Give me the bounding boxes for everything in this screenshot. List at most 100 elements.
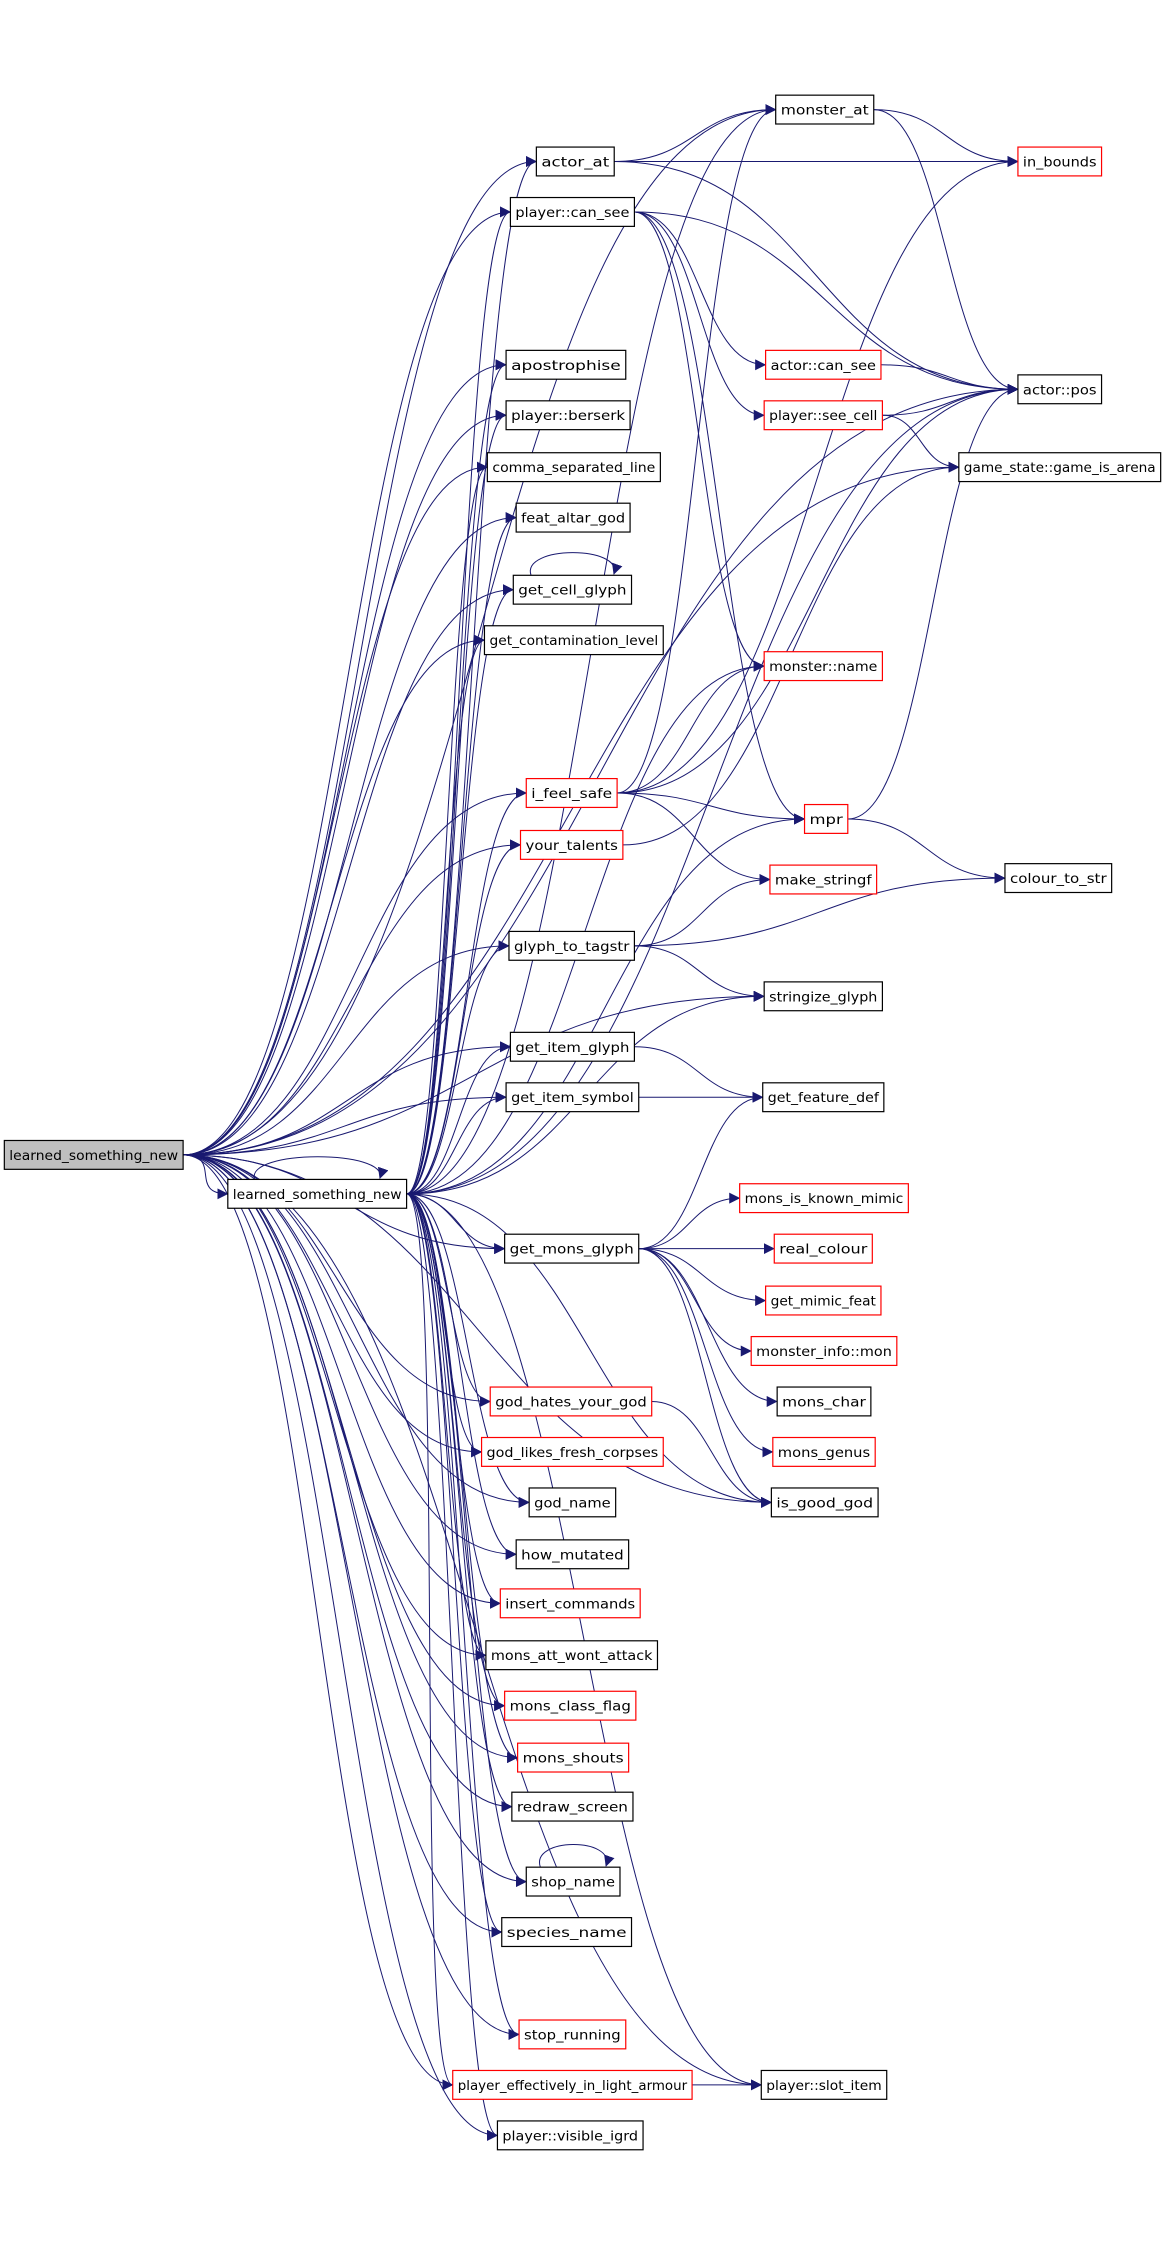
- edge-mpr-to-colour-to-str: [847, 818, 1006, 884]
- edge-lsn2-to-how-mutated: [406, 1193, 517, 1560]
- edges: [183, 104, 1019, 2141]
- node-comma-separated-line[interactable]: comma_separated_line: [486, 452, 661, 483]
- node-insert-commands[interactable]: insert_commands: [499, 1588, 641, 1619]
- node-box: [763, 981, 884, 1012]
- node-actor-at[interactable]: actor_at: [535, 146, 615, 177]
- node-box: [501, 1917, 633, 1948]
- node-label: mons_shouts: [523, 1751, 624, 1767]
- edge-root-to-mons-att-wont-attack: [183, 1154, 487, 1661]
- node-player-see-cell[interactable]: player::see_cell: [763, 400, 884, 431]
- node-box: [485, 1640, 659, 1671]
- edge-root-to-get-cell-glyph: [183, 584, 514, 1156]
- node-god-likes-fresh-corpses[interactable]: god_likes_fresh_corpses: [480, 1436, 664, 1467]
- node-is-good-god[interactable]: is_good_god: [770, 1487, 879, 1518]
- node-your-talents[interactable]: your_talents: [519, 829, 624, 860]
- node-redraw-screen[interactable]: redraw_screen: [511, 1791, 634, 1822]
- node-label: player::visible_igrd: [502, 2128, 638, 2144]
- node-box: [775, 94, 875, 125]
- edge-get-mons-glyph-to-monster-info-mon: [638, 1248, 752, 1357]
- node-label: god_hates_your_god: [495, 1394, 646, 1410]
- node-label: mons_att_wont_attack: [491, 1648, 653, 1664]
- edge-glyph-to-tagstr-to-colour-to-str: [634, 872, 1006, 947]
- node-box: [509, 1031, 636, 1062]
- node-label: in_bounds: [1023, 154, 1097, 170]
- node-god-hates-your-god[interactable]: god_hates_your_god: [489, 1386, 653, 1417]
- node-label: real_colour: [779, 1242, 868, 1258]
- node-game-is-arena[interactable]: game_state::game_is_arena: [958, 452, 1162, 483]
- node-box: [525, 1866, 621, 1897]
- node-mons-shouts[interactable]: mons_shouts: [517, 1742, 630, 1773]
- node-player-visible-igrd[interactable]: player::visible_igrd: [496, 2120, 644, 2151]
- node-lsn2[interactable]: learned_something_new: [227, 1178, 408, 1209]
- node-monster-info-mon[interactable]: monster_info::mon: [750, 1335, 898, 1367]
- node-mons-att-wont-attack[interactable]: mons_att_wont_attack: [485, 1640, 659, 1671]
- edge-i-feel-safe-to-make-stringf: [617, 792, 771, 886]
- node-box: [486, 452, 661, 483]
- node-get-contamination-level[interactable]: get_contamination_level: [483, 625, 664, 656]
- node-make-stringf[interactable]: make_stringf: [769, 864, 878, 895]
- node-monster-at[interactable]: monster_at: [775, 94, 875, 125]
- node-player-light-armour[interactable]: player_effectively_in_light_armour: [452, 2069, 693, 2100]
- edge-lsn2-to-glyph-to-tagstr: [406, 940, 510, 1195]
- edge-lsn2-to-actor-pos: [406, 383, 1019, 1195]
- node-monster-name[interactable]: monster::name: [763, 651, 884, 682]
- node-get-mons-glyph[interactable]: get_mons_glyph: [504, 1233, 640, 1264]
- node-label: mons_char: [782, 1394, 866, 1410]
- node-mons-class-flag[interactable]: mons_class_flag: [504, 1690, 637, 1721]
- edge-i-feel-safe-to-actor-pos: [617, 383, 1019, 794]
- edge-root-to-player-slot-item: [183, 1154, 762, 2091]
- edge-i-feel-safe-to-mpr: [617, 792, 806, 825]
- edge-root-to-player-berserk: [183, 409, 507, 1156]
- node-box: [480, 1436, 664, 1467]
- node-mpr[interactable]: mpr: [803, 803, 849, 834]
- node-root[interactable]: learned_something_new: [3, 1139, 184, 1170]
- node-player-can-see[interactable]: player::can_see: [509, 196, 636, 227]
- node-stringize-glyph[interactable]: stringize_glyph: [763, 981, 884, 1012]
- node-box: [505, 1082, 640, 1113]
- node-glyph-to-tagstr[interactable]: glyph_to_tagstr: [508, 930, 636, 961]
- node-label: mons_genus: [778, 1445, 870, 1461]
- node-mons-char[interactable]: mons_char: [776, 1386, 872, 1417]
- node-how-mutated[interactable]: how_mutated: [515, 1539, 630, 1570]
- node-mons-is-known-mimic[interactable]: mons_is_known_mimic: [739, 1183, 909, 1214]
- node-label: mpr: [810, 812, 844, 828]
- node-label: i_feel_safe: [531, 786, 612, 802]
- node-mons-genus[interactable]: mons_genus: [772, 1436, 876, 1467]
- node-species-name[interactable]: species_name: [501, 1917, 633, 1948]
- node-label: species_name: [507, 1925, 627, 1941]
- node-player-slot-item[interactable]: player::slot_item: [760, 2069, 888, 2100]
- node-shop-name[interactable]: shop_name: [525, 1866, 621, 1897]
- node-i-feel-safe[interactable]: i_feel_safe: [525, 777, 618, 809]
- node-label: get_item_glyph: [515, 1040, 629, 1056]
- node-box: [770, 1487, 879, 1518]
- node-colour-to-str[interactable]: colour_to_str: [1004, 863, 1113, 894]
- node-get-mimic-feat[interactable]: get_mimic_feat: [765, 1285, 882, 1316]
- node-label: comma_separated_line: [492, 460, 655, 476]
- node-get-cell-glyph[interactable]: get_cell_glyph: [512, 574, 633, 605]
- node-real-colour[interactable]: real_colour: [773, 1233, 873, 1264]
- node-label: how_mutated: [521, 1547, 623, 1563]
- node-in-bounds[interactable]: in_bounds: [1017, 146, 1103, 177]
- edge-root-to-get-contamination-level: [183, 634, 486, 1156]
- node-get-item-glyph[interactable]: get_item_glyph: [509, 1031, 636, 1062]
- edge-root-to-player-visible-igrd: [183, 1154, 498, 2141]
- node-stop-running[interactable]: stop_running: [518, 2019, 627, 2050]
- node-box: [517, 1742, 630, 1773]
- node-apostrophise[interactable]: apostrophise: [505, 349, 627, 380]
- edge-root-to-get-item-glyph: [183, 1041, 511, 1156]
- node-god-name[interactable]: god_name: [528, 1487, 617, 1518]
- edge-lsn2-to-player-light-armour: [406, 1193, 454, 2091]
- edge-i-feel-safe-to-in-bounds: [617, 156, 1019, 794]
- node-feat-altar-god[interactable]: feat_altar_god: [515, 502, 631, 533]
- node-actor-pos[interactable]: actor::pos: [1017, 374, 1103, 405]
- node-box: [512, 574, 633, 605]
- edge-root-to-player-light-armour: [183, 1154, 454, 2091]
- node-get-feature-def[interactable]: get_feature_def: [762, 1082, 885, 1113]
- node-player-berserk[interactable]: player::berserk: [505, 400, 631, 431]
- node-label: mons_is_known_mimic: [745, 1191, 904, 1207]
- node-box: [773, 1233, 873, 1264]
- node-label: shop_name: [531, 1875, 615, 1891]
- node-actor-can-see[interactable]: actor::can_see: [765, 349, 882, 380]
- node-get-item-symbol[interactable]: get_item_symbol: [505, 1082, 640, 1113]
